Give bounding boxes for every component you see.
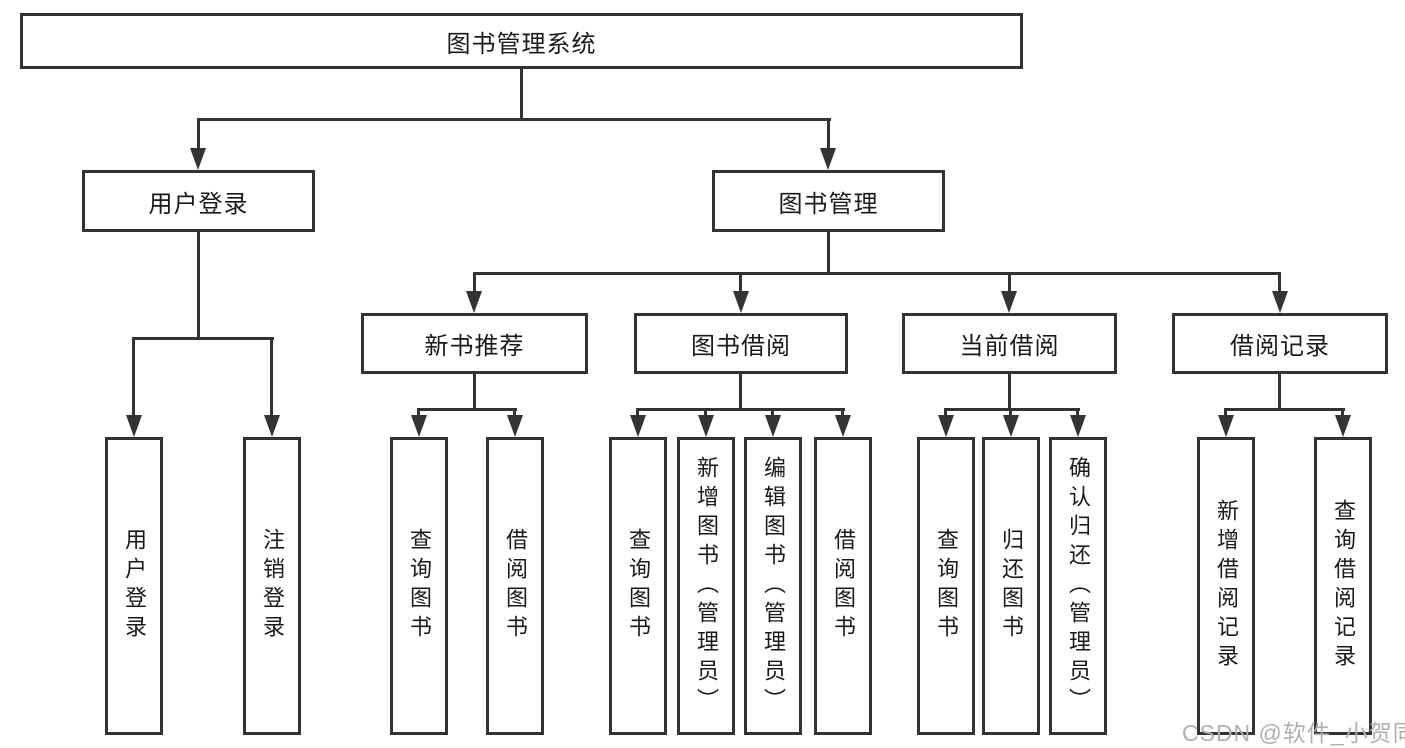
connector-line [513,408,516,418]
arrow-down-icon [411,415,427,437]
leaf-query-books-recommend: 查询图书 [390,437,448,735]
connector-line [944,408,1080,411]
leaf-logout: 注销登录 [243,437,301,735]
connector-line [739,272,742,294]
node-root: 图书管理系统 [20,13,1023,69]
arrow-down-icon [820,148,836,170]
leaf-edit-books-admin: 编辑图书（管理员） [744,437,802,735]
leaf-add-borrow-record: 新增借阅记录 [1197,437,1255,735]
node-book-borrow: 图书借阅 [634,313,848,374]
node-current-borrow: 当前借阅 [902,313,1117,374]
connector-line [841,408,844,418]
connector-line [132,337,274,340]
arrow-down-icon [190,148,206,170]
leaf-query-books-borrow: 查询图书 [609,437,667,735]
leaf-label: 查询图书 [626,528,651,644]
arrow-down-icon [765,415,781,437]
node-label: 借阅记录 [1230,333,1330,360]
arrow-down-icon [835,415,851,437]
node-label: 当前借阅 [959,333,1060,360]
arrow-down-icon [1070,415,1086,437]
leaf-user-login: 用户登录 [105,437,163,735]
leaf-label: 用户登录 [122,528,147,644]
leaf-query-borrow-record: 查询借阅记录 [1314,437,1372,735]
leaf-add-books-admin: 新增图书（管理员） [677,437,735,735]
leaf-confirm-return-admin: 确认归还（管理员） [1049,437,1107,735]
arrow-down-icon [1001,291,1017,313]
arrow-down-icon [630,415,646,437]
arrow-down-icon [466,291,482,313]
node-label: 图书借阅 [691,333,791,360]
node-root-label: 图书管理系统 [446,30,597,58]
leaf-borrow-books-recommend: 借阅图书 [486,437,544,735]
leaf-label: 借阅图书 [831,528,856,644]
arrow-down-icon [1335,415,1351,437]
arrow-down-icon [507,415,523,437]
connector-line [1224,408,1227,418]
leaf-label: 归还图书 [999,528,1024,644]
leaf-label: 编辑图书（管理员） [761,455,786,717]
connector-line [1224,408,1345,411]
connector-line [197,118,831,121]
connector-line [197,232,200,340]
connector-line [1009,408,1012,418]
connector-line [1008,374,1011,411]
arrow-down-icon [1272,291,1288,313]
connector-line [739,374,742,411]
connector-line [1008,272,1011,294]
node-label: 用户登录 [148,190,249,218]
connector-line [827,232,830,275]
leaf-return-books: 归还图书 [982,437,1040,735]
node-borrow-record: 借阅记录 [1172,313,1388,374]
connector-line [417,408,517,411]
node-user-login-branch: 用户登录 [82,170,315,232]
node-label: 图书管理 [778,190,879,218]
connector-line [944,408,947,418]
connector-line [473,272,1281,275]
leaf-borrow-books: 借阅图书 [814,437,872,735]
connector-line [473,374,476,411]
node-book-management-branch: 图书管理 [712,170,945,232]
connector-line [417,408,420,418]
leaf-query-books-current: 查询图书 [917,437,975,735]
connector-line [520,69,523,120]
arrow-down-icon [126,415,142,437]
node-label: 新书推荐 [424,333,525,360]
connector-line [1341,408,1344,418]
connector-line [132,337,135,418]
leaf-label: 查询图书 [934,528,959,644]
leaf-label: 查询借阅记录 [1331,499,1356,673]
connector-line [771,408,774,418]
arrow-down-icon [733,291,749,313]
connector-line [270,337,273,418]
leaf-label: 确认归还（管理员） [1066,455,1091,717]
leaf-label: 注销登录 [260,528,285,644]
connector-line [197,118,200,150]
connector-line [636,408,845,411]
connector-line [1076,408,1079,418]
connector-line [636,408,639,418]
connector-line [827,118,830,150]
leaf-label: 借阅图书 [503,528,528,644]
leaf-label: 新增图书（管理员） [694,455,719,717]
watermark: CSDN @软件_小贺同学 [1182,720,1405,746]
leaf-label: 查询图书 [407,528,432,644]
leaf-label: 新增借阅记录 [1214,499,1239,673]
arrow-down-icon [698,415,714,437]
arrow-down-icon [264,415,280,437]
arrow-down-icon [1218,415,1234,437]
node-new-book-recommend: 新书推荐 [361,313,588,374]
connector-line [473,272,476,294]
connector-line [1278,374,1281,411]
connector-line [704,408,707,418]
connector-line [1278,272,1281,294]
arrow-down-icon [1003,415,1019,437]
arrow-down-icon [938,415,954,437]
